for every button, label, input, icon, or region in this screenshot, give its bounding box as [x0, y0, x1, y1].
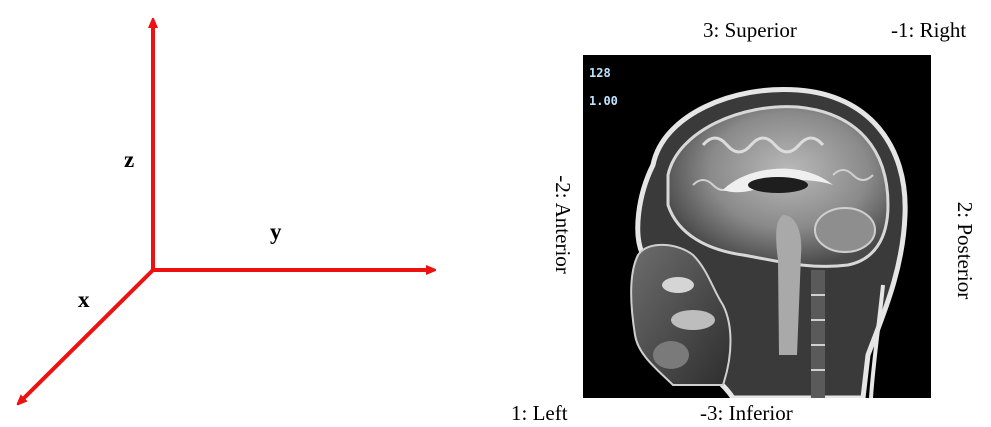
- mri-sagittal-image: 128 1.00: [583, 55, 931, 398]
- coordinate-axes-diagram: [0, 0, 470, 427]
- orientation-label-posterior: 2: Posterior: [954, 202, 975, 299]
- orientation-label-anterior: -2: Anterior: [552, 175, 573, 274]
- orientation-label-left: 1: Left: [511, 403, 568, 424]
- orientation-label-superior: 3: Superior: [703, 20, 797, 41]
- mri-overlay-zoom-factor: 1.00: [589, 95, 618, 107]
- x-axis-label: x: [78, 288, 90, 311]
- z-axis-label: z: [124, 148, 134, 171]
- mri-overlay-slice-number: 128: [589, 67, 611, 79]
- orientation-label-right: -1: Right: [891, 20, 966, 41]
- orientation-label-inferior: -3: Inferior: [700, 403, 793, 424]
- y-axis-label: y: [270, 220, 282, 243]
- mri-head-illustration: [583, 55, 931, 398]
